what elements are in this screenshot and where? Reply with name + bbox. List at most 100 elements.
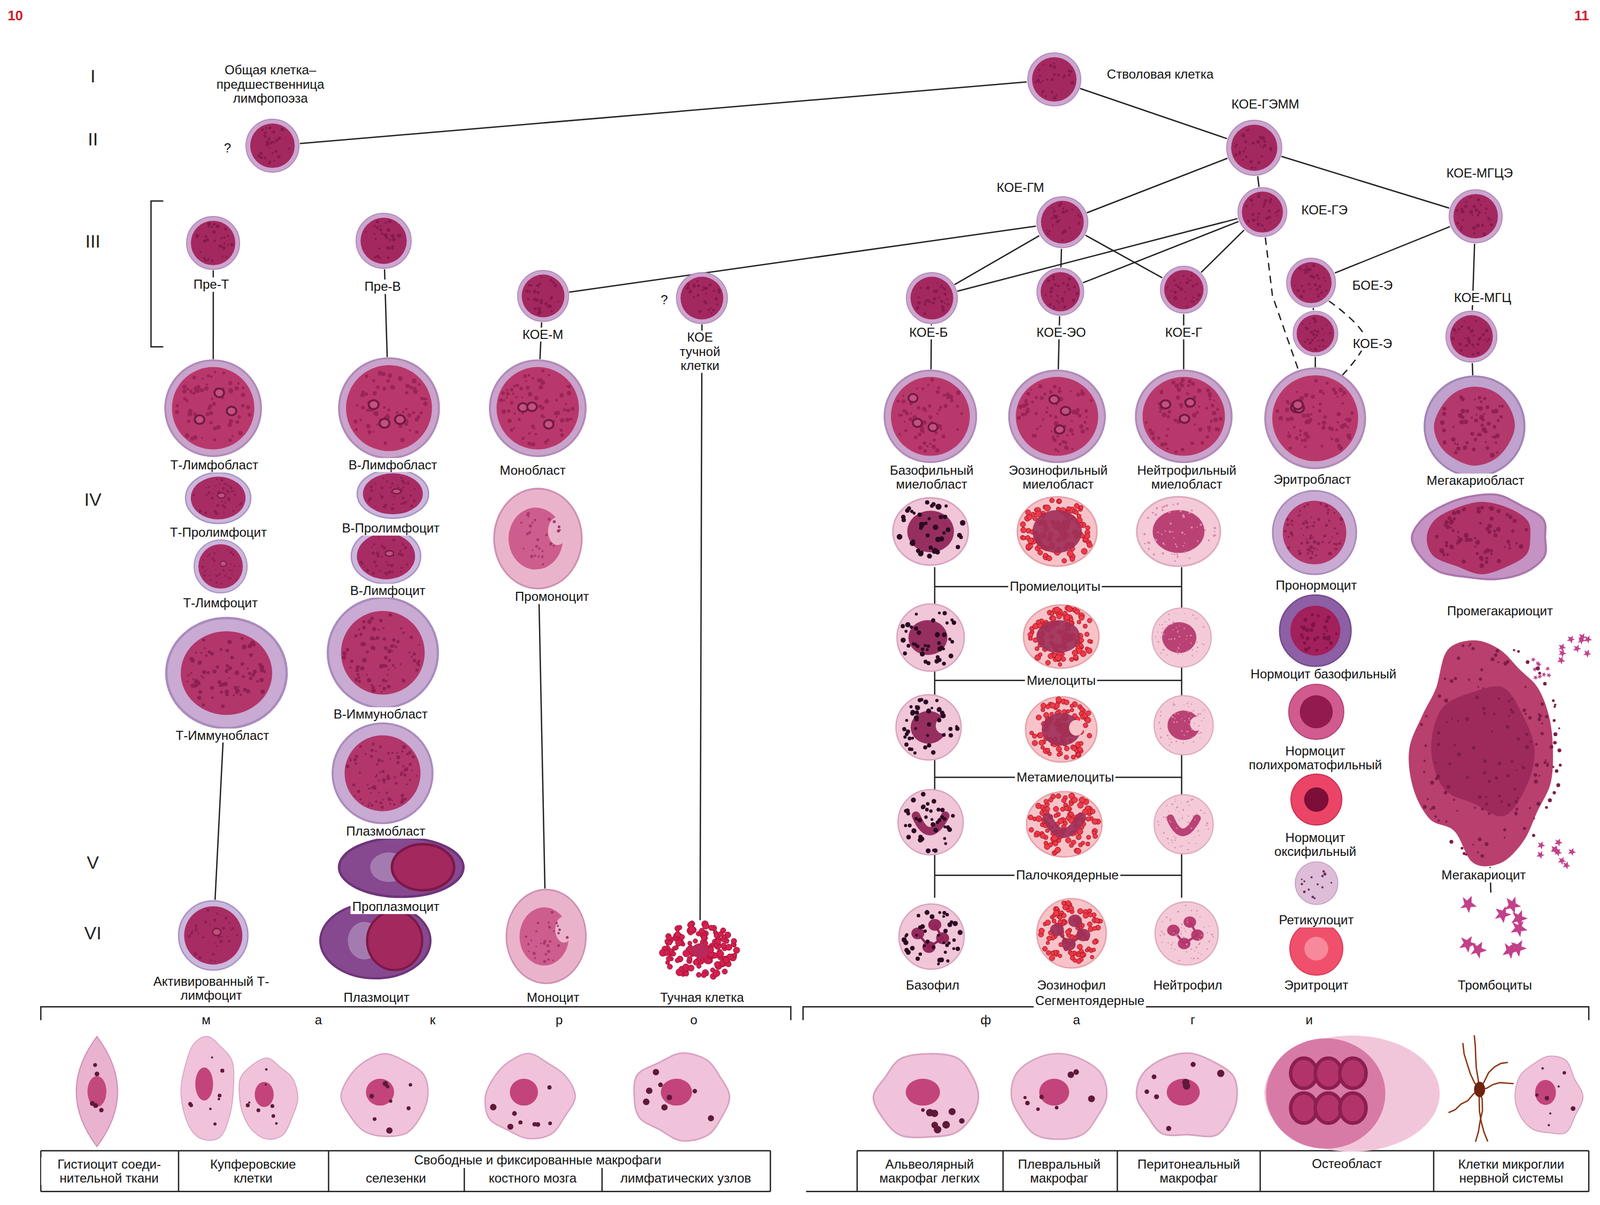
cell-granule: [523, 374, 528, 379]
cell-granule: [1056, 746, 1062, 752]
cell-granule: [532, 297, 536, 302]
cell-granule: [1062, 709, 1067, 714]
cell-granule: [1049, 64, 1053, 68]
cell-granule: [1067, 1071, 1074, 1079]
cell-granule: [265, 127, 268, 130]
cell-granule: [1205, 822, 1208, 825]
cell-granule: [1072, 302, 1075, 304]
cell-part: [1450, 315, 1494, 359]
cell-granule: [222, 371, 226, 375]
cell-granule: [1188, 511, 1191, 514]
cell-granule: [1188, 706, 1190, 708]
cell-granule: [1455, 209, 1458, 212]
cell-part: [1136, 496, 1221, 567]
cell-granule: [1213, 526, 1217, 530]
cell-granule: [1066, 283, 1070, 287]
cell-granule: [1077, 214, 1080, 217]
cell-granule: [1086, 710, 1091, 716]
cell-granule: [203, 239, 207, 243]
cell-granule: [408, 1083, 412, 1087]
cell-granule: [234, 386, 240, 391]
cell-granule: [930, 822, 936, 828]
cell-body: [634, 1053, 730, 1142]
cell-granule: [1482, 232, 1486, 236]
cell-granule: [1481, 333, 1485, 337]
cell-granule: [213, 370, 217, 374]
bracket-line: [327, 1150, 329, 1192]
lineage-connector: [1058, 316, 1060, 370]
cell-granule: [939, 286, 942, 289]
cell-granule: [1261, 146, 1264, 149]
cell-granule: [1476, 351, 1480, 356]
cell-granule: [1053, 282, 1057, 287]
cell-granule: [1049, 702, 1056, 709]
cell-granule: [226, 234, 230, 238]
cell-part: [1231, 124, 1278, 171]
cell-granule: [1057, 818, 1064, 825]
cell-granule: [264, 132, 267, 135]
cell-granule: [1170, 638, 1173, 641]
cell-granule: [1183, 734, 1185, 736]
lineage-connector: [1471, 363, 1474, 376]
cell-granule: [1189, 635, 1192, 637]
cell-granule: [923, 659, 928, 664]
bracket-line: [150, 201, 164, 348]
cell-granule: [1172, 716, 1174, 719]
cell-granule: [1051, 274, 1055, 279]
cell-granule: [919, 550, 924, 555]
cell-granule: [1027, 632, 1034, 638]
cell-granule: [1305, 327, 1309, 331]
bracket-line: [601, 1168, 603, 1192]
cell-granule: [918, 445, 923, 450]
cell-granule: [205, 412, 210, 417]
cell-granule: [1174, 801, 1176, 803]
cell-part: [356, 213, 412, 269]
cell-granule: [1318, 285, 1321, 288]
bracket-line: [178, 1150, 180, 1192]
cell-granule: [218, 244, 223, 249]
cell-granule: [1161, 552, 1164, 555]
cell-granule: [1190, 799, 1193, 802]
cell-granule: [1086, 648, 1092, 655]
cell-granule: [898, 433, 902, 436]
cell-granule: [1055, 847, 1061, 854]
cell-granule: [1256, 222, 1260, 226]
cell-node: Стволовая клетка: [1026, 51, 1082, 107]
cell-granule: [1189, 719, 1191, 721]
cell-granule: [385, 235, 389, 239]
cell-granule: [1070, 708, 1074, 713]
cell-granule: [1541, 1067, 1544, 1071]
cell-granule: [1307, 282, 1311, 286]
cell-granule: [277, 136, 281, 141]
cell-granule: [1204, 709, 1206, 711]
cell-granule: [1074, 609, 1081, 615]
cell-part: [1023, 605, 1099, 669]
cell-granule: [1151, 1074, 1157, 1080]
cell-granule: [1181, 531, 1183, 534]
cell-granule: [1182, 545, 1184, 548]
lineage-connector: [1312, 308, 1315, 311]
cell-granule: [541, 368, 545, 373]
cell-granule: [1464, 204, 1468, 209]
cell-granule: [1258, 193, 1261, 196]
cell-granule: [375, 226, 379, 229]
cell-granule: [959, 520, 966, 526]
cell-granule: [1050, 78, 1053, 81]
cell-granule: [1163, 644, 1165, 646]
cell-granule: [406, 1106, 411, 1111]
cell-illustration: [1531, 657, 1552, 681]
cell-granule: [1035, 816, 1042, 822]
cell-part: [172, 366, 255, 450]
cell-granule: [705, 286, 709, 290]
cell-granule: [712, 308, 715, 312]
cell-granule: [936, 281, 938, 284]
cell-granule: [1148, 541, 1151, 544]
cell-granule: [916, 630, 921, 635]
cell-granule: [1245, 205, 1248, 208]
cell-part: [1226, 120, 1282, 176]
cell-granule: [1163, 505, 1166, 508]
cell-granule: [1173, 835, 1175, 837]
cell-granule: [566, 408, 571, 413]
cell-granule: [1191, 728, 1194, 731]
cell-granule: [212, 401, 217, 406]
